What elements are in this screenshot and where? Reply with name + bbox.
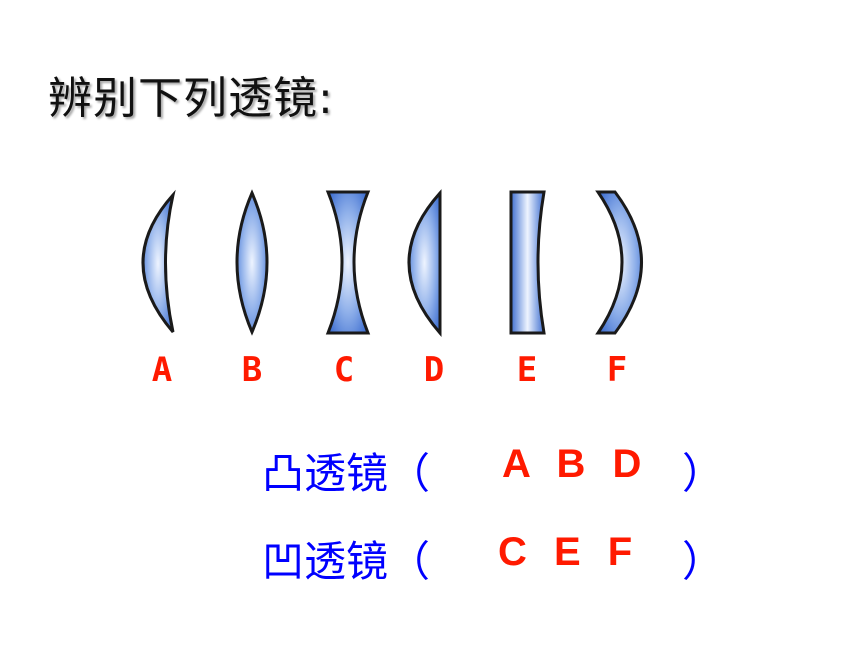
concave-answer: C E F — [498, 530, 641, 574]
lens-label-b: B — [241, 350, 263, 390]
lens-a-shape — [141, 189, 176, 333]
concave-prefix: 凹透镜（ — [262, 537, 431, 586]
lens-label-c: C — [333, 350, 355, 390]
convex-answer: A B D — [502, 442, 650, 486]
convex-prefix: 凸透镜（ — [262, 449, 431, 498]
lens-e-shape — [509, 190, 546, 335]
convex-close-paren: ） — [682, 449, 725, 498]
slide-title: 辨别下列透镜: — [48, 73, 334, 124]
lens-c-shape — [325, 190, 371, 335]
lens-b-shape — [235, 189, 269, 336]
lens-d-shape — [407, 189, 442, 338]
lens-f-shape — [595, 190, 643, 335]
concave-close-paren: ） — [682, 537, 725, 586]
lens-label-f: F — [606, 350, 628, 390]
lens-label-d: D — [423, 350, 445, 390]
lens-label-e: E — [516, 350, 538, 390]
lens-label-a: A — [151, 350, 173, 390]
